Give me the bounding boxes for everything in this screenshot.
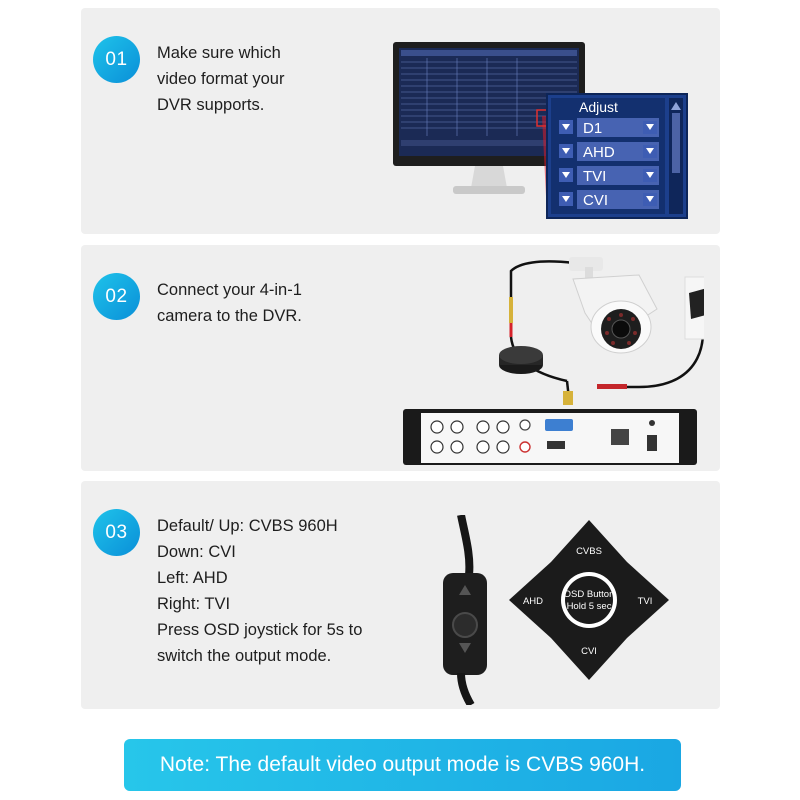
- camera-cable: [509, 260, 575, 297]
- note-banner: Note: The default video output mode is C…: [124, 739, 681, 791]
- audio-port: [519, 419, 531, 431]
- direction-down-label: CVI: [581, 646, 597, 657]
- instruction-line: video format your: [157, 70, 285, 88]
- power-port: [647, 435, 657, 451]
- step-number-badge: 01: [93, 36, 140, 83]
- instruction-line: switch the output mode.: [157, 647, 332, 665]
- step-3-panel: 03 Default/ Up: CVBS 960H Down: CVI Left…: [81, 481, 720, 709]
- instruction-line: DVR supports.: [157, 96, 265, 114]
- joystick-button-icon: [452, 612, 478, 638]
- osd-joystick-illustration: CVBS CVI AHD TVI OSD Button Hold 5 sec: [443, 515, 669, 705]
- bnc-ports: [430, 420, 510, 454]
- direction-down: [551, 638, 627, 680]
- menu-row[interactable]: AHD: [559, 142, 659, 161]
- joystick-cable: [457, 515, 474, 576]
- bullet-camera: [569, 257, 658, 354]
- step-3-instructions: Default/ Up: CVBS 960H Down: CVI Left: A…: [157, 513, 362, 669]
- hdmi-port: [547, 441, 565, 449]
- step-number-badge: 03: [93, 509, 140, 556]
- menu-row[interactable]: TVI: [559, 166, 659, 185]
- direction-up: [551, 520, 627, 562]
- audio-port: [519, 441, 531, 453]
- direction-right: [627, 562, 669, 638]
- osd-center-button: [565, 576, 613, 624]
- direction-up-label: CVBS: [576, 546, 602, 557]
- direction-left: [509, 562, 551, 638]
- bnc-connector: [563, 391, 573, 405]
- instruction-line: camera to the DVR.: [157, 307, 302, 325]
- direction-right-label: TVI: [638, 596, 653, 607]
- monitor-illustration: Adjust D1 AHD TVI: [393, 42, 688, 219]
- step-2-panel: 02 Connect your 4-in-1 camera to the DVR…: [81, 245, 720, 471]
- instruction-line: Default/ Up: CVBS 960H: [157, 517, 338, 535]
- instruction-line: Make sure which: [157, 44, 281, 62]
- vga-port: [545, 419, 573, 431]
- instruction-line: Left: AHD: [157, 569, 228, 587]
- center-label-line2: Hold 5 sec: [567, 601, 612, 612]
- center-label-line1: OSD Button: [564, 589, 615, 600]
- dvr-recorder: [403, 409, 697, 465]
- menu-option: TVI: [583, 168, 606, 185]
- instruction-line: Connect your 4-in-1: [157, 281, 302, 299]
- step-1-instructions: Make sure which video format your DVR su…: [157, 40, 284, 118]
- power-adapter-plug: [689, 288, 704, 319]
- menu-option: CVI: [583, 192, 608, 209]
- ethernet-port: [611, 429, 629, 445]
- menu-row[interactable]: CVI: [559, 190, 659, 209]
- step-2-instructions: Connect your 4-in-1 camera to the DVR.: [157, 277, 302, 329]
- step-number-badge: 02: [93, 273, 140, 320]
- instruction-line: Down: CVI: [157, 543, 236, 561]
- menu-title: Adjust: [579, 99, 618, 115]
- menu-row[interactable]: D1: [559, 118, 659, 137]
- menu-option: AHD: [583, 144, 615, 161]
- dvr-connection-illustration: [403, 257, 704, 465]
- menu-option: D1: [583, 120, 602, 137]
- direction-left-label: AHD: [523, 596, 543, 607]
- instruction-line: Press OSD joystick for 5s to: [157, 621, 363, 639]
- step-1-panel: 01 Make sure which video format your DVR…: [81, 8, 720, 234]
- instruction-line: Right: TVI: [157, 595, 231, 613]
